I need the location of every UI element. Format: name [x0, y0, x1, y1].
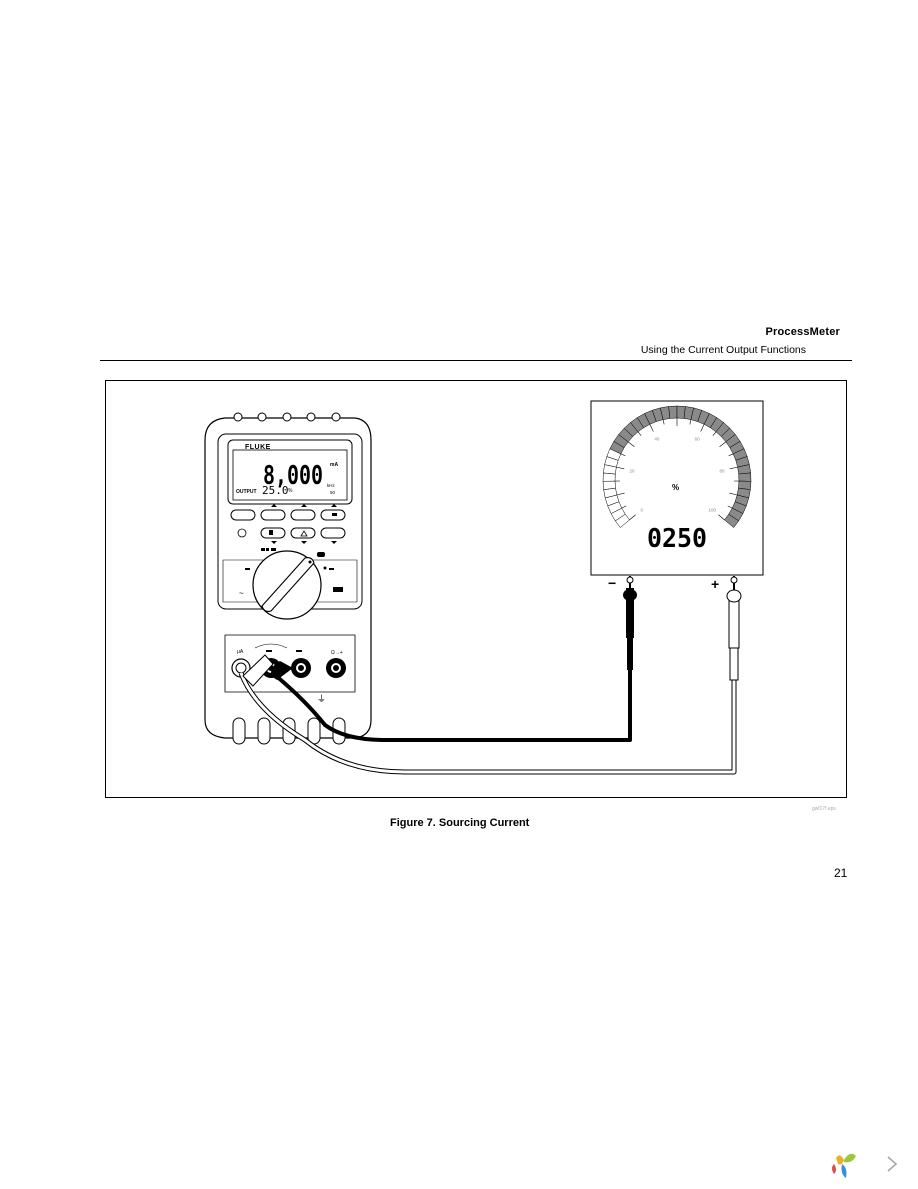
- loop-unit-label: %: [672, 483, 679, 492]
- svg-text:μA: μA: [237, 649, 244, 655]
- gauge-segment: [603, 481, 616, 490]
- meter-display-unit: mA: [330, 462, 338, 468]
- meter-small-value: 50: [330, 490, 336, 495]
- header-subtitle: Using the Current Output Functions: [641, 344, 806, 356]
- svg-text:~: ~: [239, 589, 244, 598]
- figure-caption: Figure 7. Sourcing Current: [390, 817, 529, 829]
- gauge-scale-label: 20: [629, 468, 635, 473]
- meter-output-unit: %: [288, 488, 293, 494]
- process-meter: FLUKE 8,000 mA OUTPUT 25.0 % kHz 50: [205, 413, 371, 744]
- black-probe: [623, 576, 637, 670]
- sourcing-current-illustration: FLUKE 8,000 mA OUTPUT 25.0 % kHz 50: [105, 380, 847, 798]
- header-rule: [100, 360, 852, 361]
- white-probe: [727, 576, 741, 680]
- gauge-segment: [603, 473, 615, 481]
- next-page-icon[interactable]: [872, 1144, 912, 1184]
- page-number: 21: [834, 866, 847, 880]
- meter-output-value: 25.0: [262, 484, 289, 497]
- svg-text:Ω→+: Ω→+: [331, 650, 343, 656]
- loop-readout: 0250: [647, 524, 707, 554]
- meter-output-label: OUTPUT: [236, 489, 257, 495]
- svg-text:⏚: ⏚: [317, 694, 326, 704]
- figure-code: gwl17f.eps: [812, 806, 836, 812]
- positive-terminal-label: +: [711, 576, 719, 592]
- viewer-logo-icon[interactable]: [822, 1144, 870, 1184]
- meter-khz-label: kHz: [327, 483, 335, 488]
- gauge-scale-label: 80: [719, 468, 725, 473]
- gauge-scale-label: 100: [708, 508, 716, 513]
- gauge-scale-label: 60: [695, 437, 701, 442]
- gauge-segment: [669, 406, 677, 418]
- negative-terminal-label: −: [608, 575, 616, 591]
- header-title: ProcessMeter: [765, 326, 840, 338]
- gauge-scale-label: 40: [654, 437, 660, 442]
- gauge-segment: [739, 473, 751, 481]
- meter-brand: FLUKE: [245, 444, 271, 451]
